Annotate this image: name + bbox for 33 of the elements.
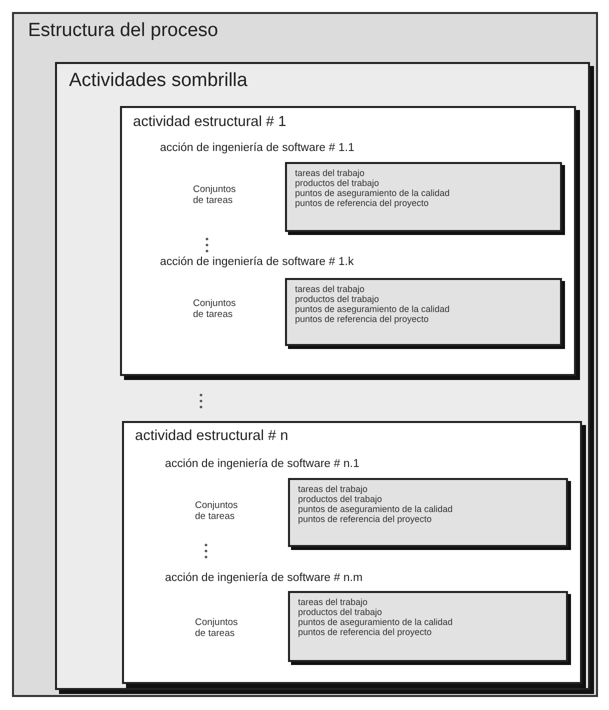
- action-heading: acción de ingeniería de software # 1.k: [160, 256, 354, 268]
- task-set-box: [285, 278, 562, 346]
- task-item: puntos de aseguramiento de la calidad: [295, 188, 450, 198]
- panel-title: Actividades sombrilla: [69, 70, 248, 92]
- action-heading: acción de ingeniería de software # n.m: [165, 572, 363, 584]
- task-item: puntos de referencia del proyecto: [298, 514, 432, 524]
- task-set-label: Conjuntos de tareas: [193, 184, 237, 206]
- task-set-label: Conjuntos de tareas: [193, 298, 237, 320]
- task-item: puntos de aseguramiento de la calidad: [295, 304, 450, 314]
- task-item: tareas del trabajo: [298, 597, 368, 607]
- task-item: puntos de referencia del proyecto: [295, 198, 429, 208]
- activity-heading: actividad estructural # 1: [133, 114, 286, 130]
- process-frame: [12, 12, 598, 697]
- task-set-box: [285, 162, 562, 232]
- task-set-box: [288, 591, 568, 662]
- task-item: productos del trabajo: [298, 494, 382, 504]
- task-item: puntos de aseguramiento de la calidad: [298, 617, 453, 627]
- task-item: productos del trabajo: [295, 294, 380, 304]
- task-item: productos del trabajo: [295, 178, 380, 188]
- task-set-label: Conjuntos de tareas: [195, 500, 239, 522]
- action-heading: acción de ingeniería de software # 1.1: [160, 142, 354, 154]
- task-item: tareas del trabajo: [298, 484, 368, 494]
- task-item: puntos de aseguramiento de la calidad: [298, 504, 453, 514]
- task-item: puntos de referencia del proyecto: [295, 314, 429, 324]
- task-item: puntos de referencia del proyecto: [298, 627, 432, 637]
- task-set-box: [288, 478, 568, 547]
- task-item: tareas del trabajo: [295, 284, 365, 294]
- task-item: productos del trabajo: [298, 607, 382, 617]
- task-set-label: Conjuntos de tareas: [195, 617, 239, 639]
- frame-title: Estructura del proceso: [28, 20, 218, 42]
- task-item: tareas del trabajo: [295, 168, 365, 178]
- activity-heading: actividad estructural # n: [135, 428, 288, 444]
- action-heading: acción de ingeniería de software # n.1: [165, 458, 360, 470]
